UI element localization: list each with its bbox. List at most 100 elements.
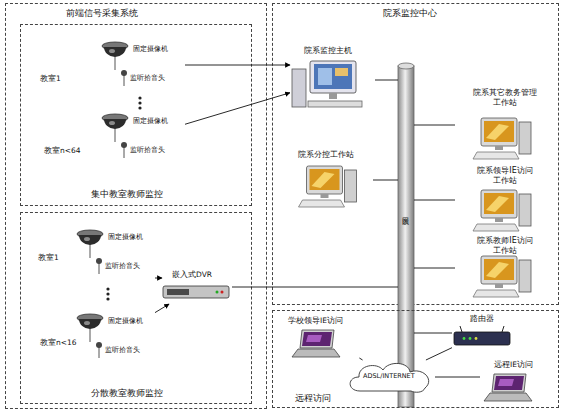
node-label: 院系分控工作站 [298, 150, 354, 160]
icon-part [84, 237, 90, 241]
region-box: 前端信号采集系统集中教室教师监控固定摄像机监听拾音头固定摄像机监听拾音头分散教室… [5, 3, 267, 409]
icon-part [104, 119, 126, 129]
icon-part [473, 152, 519, 159]
camera-unit: 固定摄像机监听拾音头 [100, 40, 185, 90]
node-label: ADSL/INTERNET [363, 373, 415, 381]
connector [155, 304, 169, 313]
icon-part [308, 101, 362, 107]
connector [359, 358, 362, 360]
icon-part [329, 93, 337, 99]
dvr-device: 嵌入式DVR [162, 270, 232, 304]
icon-part [79, 319, 101, 329]
icon-part [115, 128, 116, 142]
icon-part [306, 335, 322, 342]
connector [185, 65, 290, 66]
laptop-icon [288, 328, 363, 360]
router-icon [452, 326, 514, 350]
icon-part [481, 256, 517, 284]
group-heading: 远程访问 [295, 393, 331, 404]
ellipsis-dot [138, 106, 141, 109]
icon-part [460, 326, 462, 332]
ethernet-backbone: 以太网 [398, 62, 414, 407]
connector [155, 278, 162, 279]
node-label: 固定摄像机 [108, 317, 143, 325]
icon-part [481, 190, 517, 218]
icon-part [495, 146, 503, 150]
icon-part [486, 262, 509, 278]
icon-part [163, 286, 229, 298]
ellipsis-dot [106, 287, 109, 290]
laptop-client: 学校领导IE访问 [288, 316, 363, 358]
computer-icon [455, 190, 555, 234]
group-heading: 前端信号采集系统 [66, 8, 138, 19]
icon-part [492, 374, 526, 392]
icon-part [398, 66, 414, 407]
icon-part [484, 259, 514, 280]
connector [426, 348, 452, 360]
group-heading: 分散教室教师监控 [91, 388, 163, 398]
icon-part [345, 170, 357, 202]
icon-part [300, 330, 334, 348]
node-label: 固定摄像机 [108, 233, 143, 241]
icon-part [310, 169, 340, 190]
icon-part [519, 260, 531, 292]
computer-icon [455, 256, 555, 300]
node-label: 院系教师IE访问工作站 [475, 236, 535, 255]
node-label: 监听拾音头 [130, 74, 165, 82]
icon-part [99, 347, 100, 358]
region-box: 院系监控中心院系监控主机院系分控工作站院系其它教务管理工作站院系领导IE访问工作… [272, 3, 559, 305]
node-label: 嵌入式DVR [172, 270, 212, 279]
icon-part [314, 64, 352, 89]
icon-part [486, 124, 509, 140]
icon-part [104, 47, 126, 57]
group-heading: 集中教室教师监控 [91, 189, 163, 199]
icon-part [115, 56, 116, 70]
laptop-icon [480, 372, 556, 404]
icon-part [475, 337, 478, 340]
icon-part [79, 235, 101, 245]
microphone-icon [121, 70, 127, 76]
workstation: 院系其它教务管理工作站 [455, 88, 555, 162]
camera-unit: 固定摄像机监听拾音头 [75, 228, 155, 278]
microphone-icon [96, 258, 102, 264]
internet-cloud: ADSL/INTERNET [345, 360, 435, 394]
icon-part [124, 75, 125, 86]
icon-part [486, 196, 509, 212]
icon-part [299, 200, 345, 207]
laptop-client: 远程IE访问 [480, 360, 556, 406]
classroom-label: 教室1 [38, 253, 59, 262]
node-label: 监听拾音头 [105, 262, 140, 270]
computer-icon [455, 118, 555, 162]
icon-part [307, 166, 343, 194]
microphone-icon [96, 342, 102, 348]
connector [232, 287, 398, 288]
icon-part [292, 69, 306, 107]
node-label: 路由器 [470, 314, 494, 323]
node-label: 固定摄像机 [133, 45, 168, 53]
camera-unit: 固定摄像机监听拾音头 [75, 312, 155, 362]
icon-part [90, 328, 91, 342]
icon-part [84, 321, 90, 325]
icon-part [502, 326, 504, 332]
icon-part [318, 68, 332, 85]
connector [414, 200, 455, 201]
icon-part [221, 291, 224, 294]
icon-part [310, 61, 356, 93]
connector [185, 93, 290, 125]
region-box: 远程访问 学校领导IE访问 路由器 ADSL/INTERNET 远程IE访问 [272, 310, 559, 408]
icon-part [484, 121, 514, 142]
group-box: 集中教室教师监控固定摄像机监听拾音头固定摄像机监听拾音头 [20, 24, 252, 206]
icon-part [99, 263, 100, 274]
icon-part [495, 218, 503, 222]
ellipsis-dot [106, 292, 109, 295]
icon-part [463, 337, 466, 340]
node-label: 固定摄像机 [133, 117, 168, 125]
icon-part [498, 379, 514, 386]
connector [435, 377, 480, 378]
icon-part [312, 172, 335, 188]
workstation: 院系教师IE访问工作站 [455, 236, 555, 300]
icon-part [481, 118, 517, 146]
icon-part [519, 194, 531, 226]
